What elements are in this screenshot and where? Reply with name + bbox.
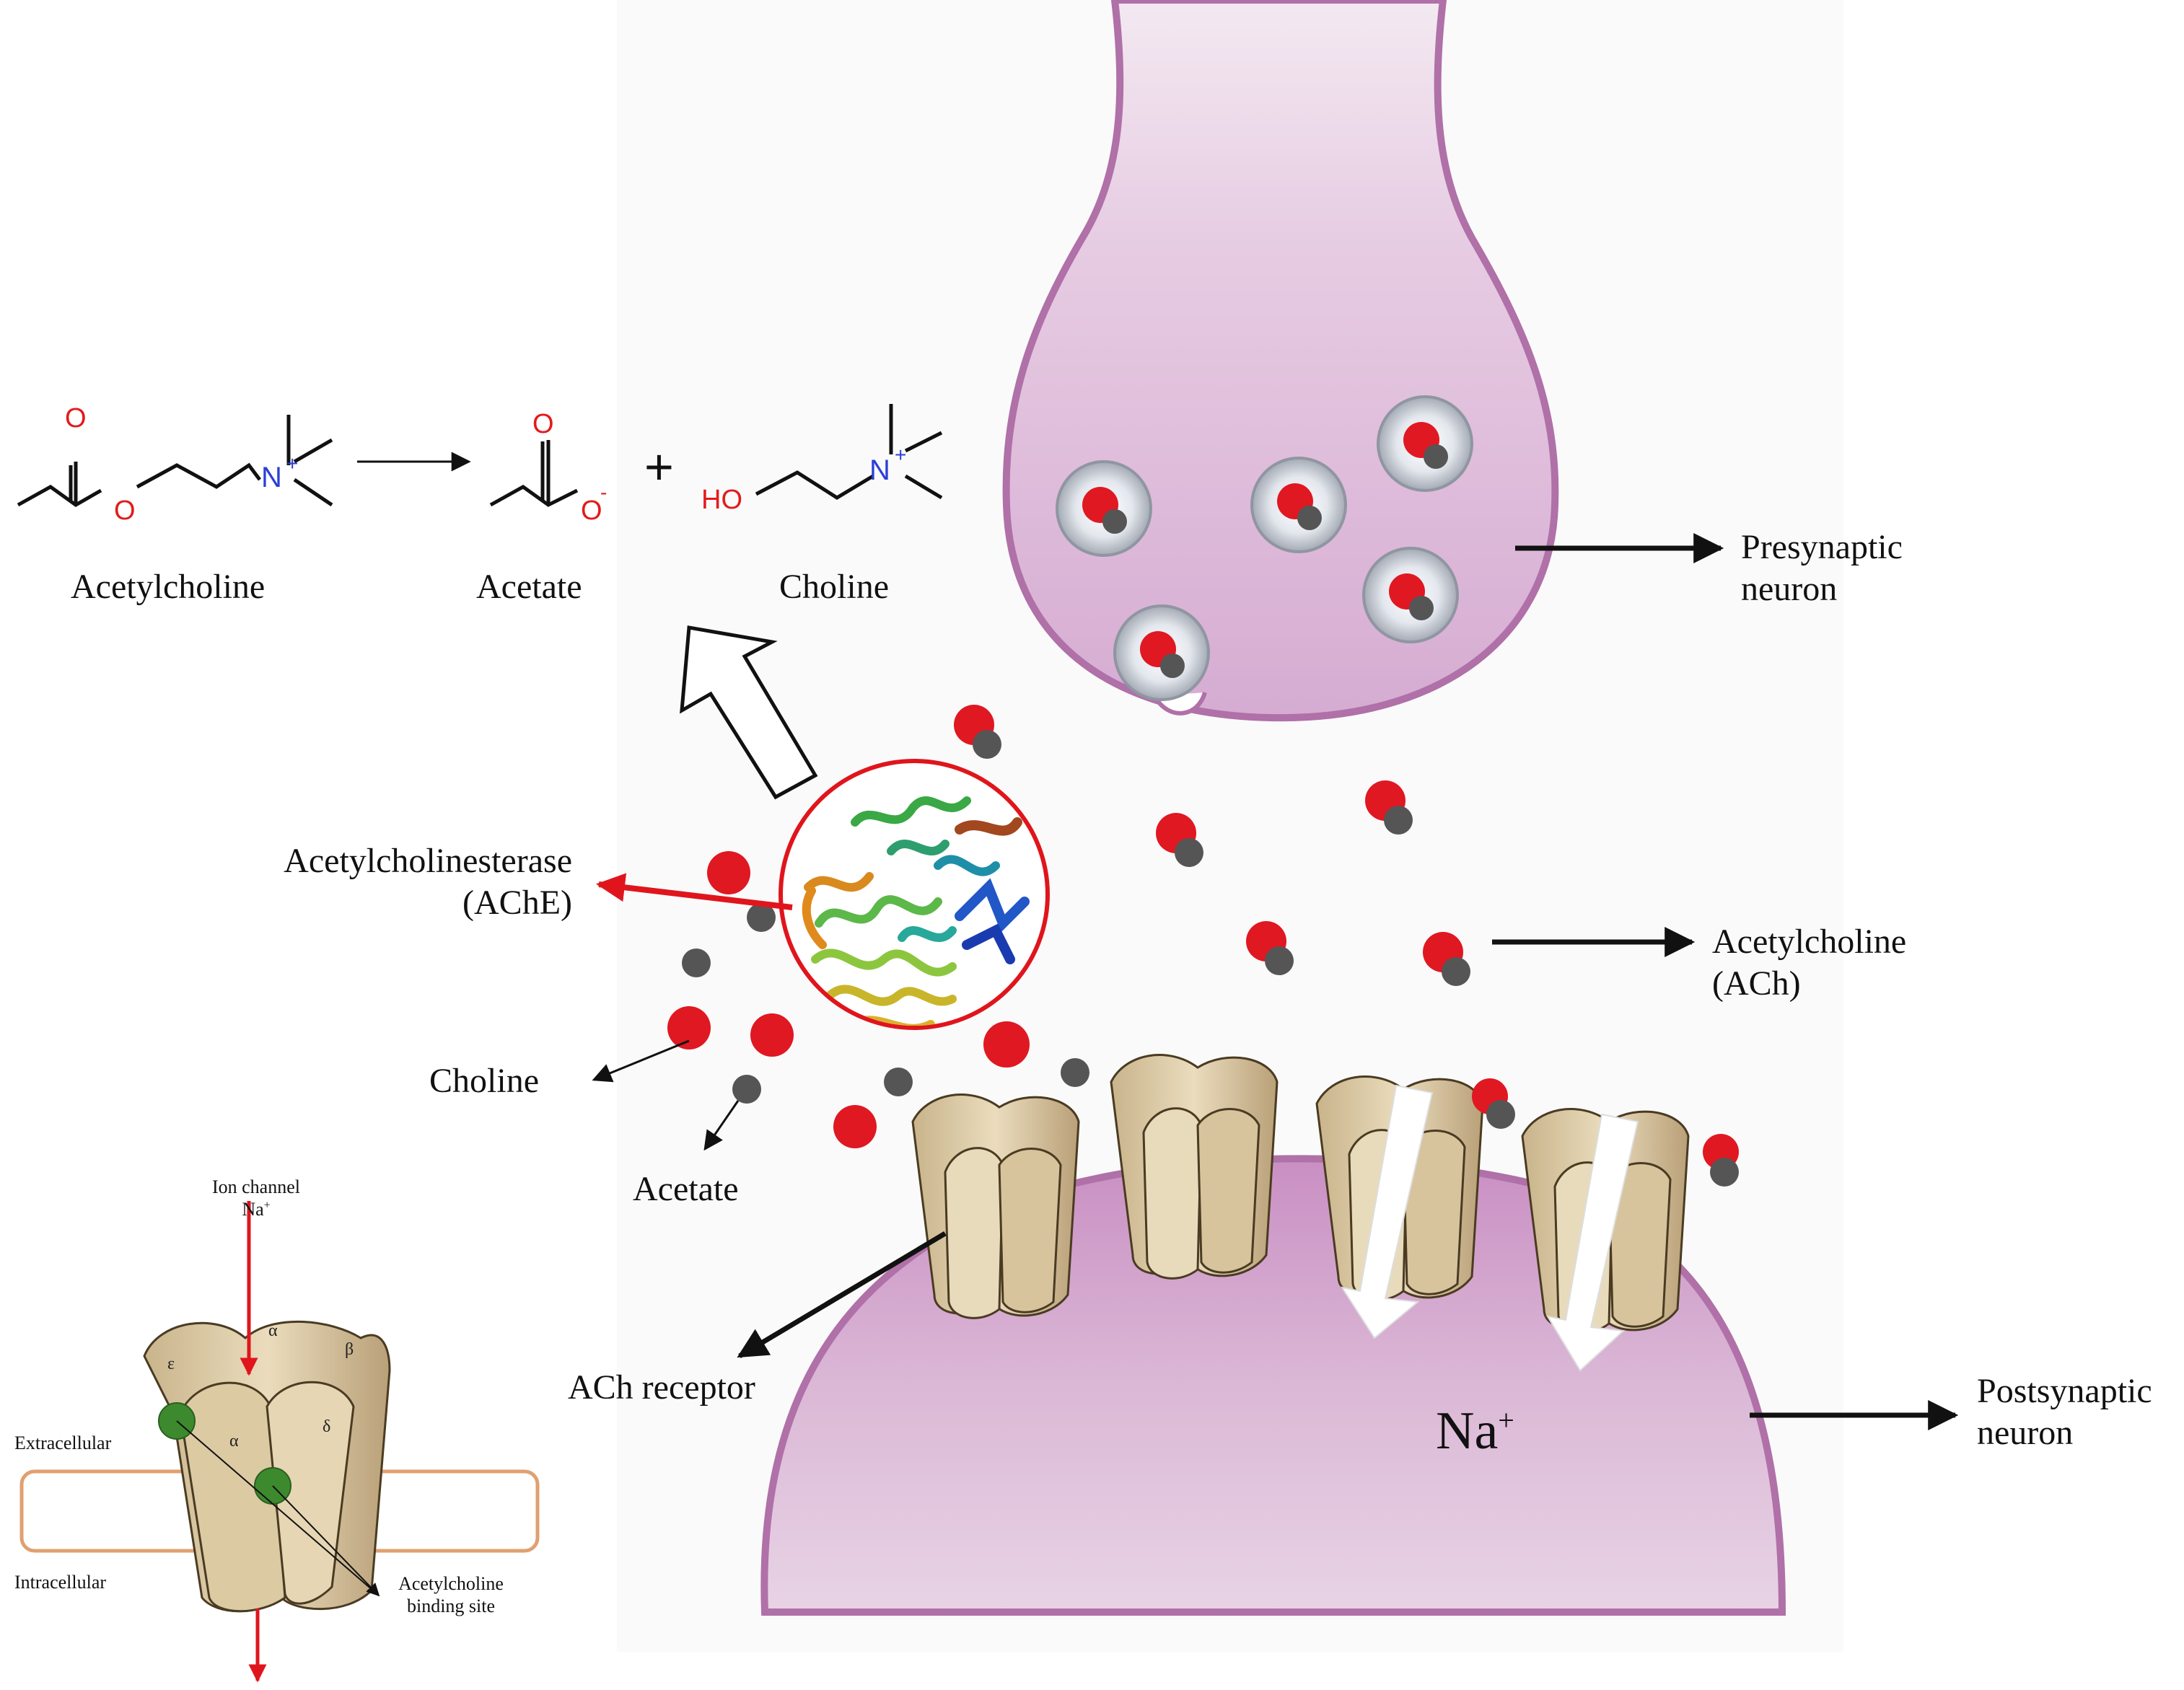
atom-charge-minus: -: [600, 481, 607, 503]
subunit-alpha-front: α: [229, 1432, 239, 1451]
acetate-molecules: [682, 903, 1089, 1104]
ach-receptor-label: ACh receptor: [568, 1368, 755, 1407]
ion-channel-ion: Na: [242, 1199, 264, 1220]
acetylcholinesterase-enzyme: [779, 759, 1050, 1030]
choline-structure: [755, 404, 943, 500]
binding-site-label: Acetylcholine binding site: [386, 1572, 516, 1617]
acetate-structure-label: Acetate: [476, 568, 582, 606]
ach-receptor-pointer: [737, 1231, 947, 1359]
subunit-epsilon: ε: [167, 1355, 175, 1373]
atom-nitrogen: N: [261, 462, 282, 493]
intracellular-label: Intracellular: [14, 1572, 107, 1593]
ach-receptor: [1110, 1054, 1279, 1280]
sodium-ion-symbol: Na: [1436, 1401, 1499, 1461]
atom-oxygen: O: [581, 496, 602, 526]
vesicle: [1377, 395, 1473, 492]
atom-hydroxyl: HO: [701, 485, 742, 515]
hydrolysis-arrow: [680, 625, 818, 800]
acetate-pointer: [703, 1100, 740, 1151]
acetylcholine-label-line2: (ACh): [1712, 964, 1801, 1003]
ache-label-line1: Acetylcholinesterase: [284, 842, 572, 880]
sodium-influx-arrow: [1545, 1113, 1639, 1372]
binding-site-label-line1: Acetylcholine: [398, 1573, 504, 1594]
acetate-label: Acetate: [633, 1170, 739, 1208]
acetate-structure: [489, 440, 579, 507]
presynaptic-terminal: [1002, 0, 1559, 722]
postsynaptic-label-line1: Postsynaptic: [1977, 1372, 2152, 1410]
extracellular-label: Extracellular: [14, 1432, 112, 1453]
ion-channel-label-line1: Ion channel: [211, 1176, 300, 1197]
vesicle: [1113, 604, 1210, 701]
choline-structure-label: Choline: [779, 568, 889, 606]
ache-pointer: [596, 873, 793, 910]
atom-oxygen: O: [114, 496, 136, 526]
subunit-beta: β: [345, 1340, 354, 1359]
ion-channel-label: Ion channel Na+: [184, 1176, 328, 1220]
free-acetylcholine-molecules: [954, 705, 1470, 986]
presynaptic-label: Presynaptic neuron: [1741, 527, 1903, 609]
plus-sign: +: [644, 439, 674, 495]
ache-label-line2: (AChE): [462, 883, 572, 922]
subunit-alpha-top: α: [268, 1321, 278, 1340]
bound-acetylcholine: [1472, 1078, 1739, 1187]
acetylcholine-structure: [17, 415, 333, 507]
acetylcholine-label-line1: Acetylcholine: [1712, 923, 1907, 961]
atom-charge-plus: +: [895, 444, 906, 466]
atom-charge-plus: +: [286, 452, 298, 475]
presynaptic-label-line2: neuron: [1741, 569, 1838, 608]
ache-label: Acetylcholinesterase (AChE): [233, 840, 572, 923]
postsynaptic-label-line2: neuron: [1977, 1413, 2074, 1452]
subunit-delta: δ: [323, 1417, 330, 1436]
vesicle: [1362, 547, 1459, 643]
choline-pointer: [592, 1039, 690, 1083]
sodium-ion-charge: +: [1498, 1404, 1514, 1437]
atom-oxygen: O: [65, 403, 87, 433]
postsynaptic-label: Postsynaptic neuron: [1977, 1370, 2152, 1453]
atom-oxygen: O: [532, 409, 554, 439]
receptor-inset: [19, 1201, 540, 1683]
ion-channel-label-line2: Na+: [184, 1198, 328, 1220]
acetylcholine-label: Acetylcholine (ACh): [1712, 921, 1906, 1004]
ion-channel-charge: +: [263, 1199, 271, 1212]
sodium-influx-arrow: [1340, 1084, 1434, 1339]
synaptic-vesicles: [1056, 395, 1473, 701]
presynaptic-label-line1: Presynaptic: [1741, 528, 1903, 566]
acetylcholine-structure-label: Acetylcholine: [71, 568, 266, 606]
choline-molecules: [667, 851, 1030, 1148]
sodium-ion-label: Na+: [1436, 1399, 1514, 1464]
vesicle: [1056, 460, 1152, 557]
atom-nitrogen: N: [869, 454, 890, 486]
ach-receptor: [911, 1093, 1080, 1319]
choline-label: Choline: [429, 1062, 539, 1100]
ach-receptors: [911, 1054, 1690, 1334]
binding-site-label-line2: binding site: [406, 1596, 496, 1617]
vesicle: [1250, 457, 1347, 553]
